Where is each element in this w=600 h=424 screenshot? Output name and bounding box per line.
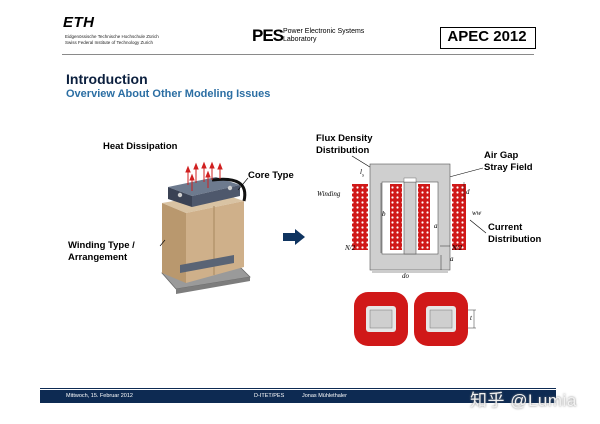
pes-logo: PES [252,26,284,45]
label-flux-density-line1: Flux Density [316,133,373,144]
footer-bar [40,390,556,403]
eth-name-english: Swiss Federal Institute of Technology Zu… [65,40,153,45]
label-n-half-right: N/2 [452,244,463,252]
apec-logo: APEC 2012 [447,28,527,45]
dim-a-inner: a [434,222,438,230]
pes-lab-name-line1: Power Electronic Systems [283,28,365,35]
footer-department: D-ITET/PES [254,393,285,399]
dim-ww: ww [472,209,482,217]
dim-a-bottom: a [450,255,454,263]
apec-logo-frame [440,27,536,49]
slide-subtitle: Overview About Other Modeling Issues [66,88,271,100]
label-winding: Winding [317,190,341,198]
label-current-distribution-line1: Current [488,222,523,233]
label-winding-type-line2: Arrangement [68,252,128,263]
label-flux-density-line2: Distribution [316,145,370,156]
label-core-type: Core Type [248,170,294,181]
label-heat-dissipation: Heat Dissipation [103,141,178,152]
footer-date: Mittwoch, 15. Februar 2012 [66,393,133,399]
dim-do: do [402,272,409,280]
footer-rule [40,388,556,389]
dim-d: d [466,188,470,196]
arrow-right-icon [283,229,305,245]
core-cross-section-diagram [352,163,466,273]
label-winding-type-line1: Winding Type / [68,240,135,251]
label-n-half-left: N/2 [345,244,356,252]
winding-cross-sections [354,292,476,346]
dim-b: b [382,210,386,218]
label-air-gap-line2: Stray Field [484,162,533,173]
dim-t: t [470,314,472,322]
footer-author: Jonas Mühlethaler [302,393,347,399]
label-air-gap-line1: Air Gap [484,150,519,161]
eth-logo: ETH [63,14,95,31]
transformer-photo [161,161,251,294]
label-current-distribution-line2: Distribution [488,234,542,245]
header-divider [62,54,534,55]
pes-lab-name-line2: Laboratory [283,36,317,43]
slide-title: Introduction [66,71,148,87]
watermark: 知乎 @Lumia [470,391,577,410]
dim-ls: ls [360,168,364,179]
eth-name-german: Eidgenössische Technische Hochschule Zür… [65,34,159,39]
